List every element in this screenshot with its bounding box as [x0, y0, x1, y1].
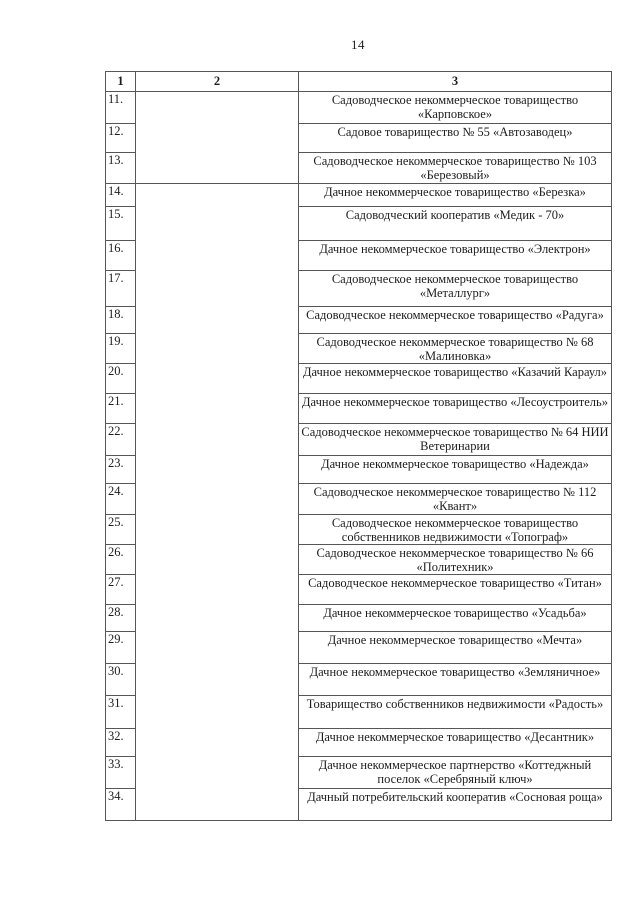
- organization-name-cell: Дачное некоммерческое товарищество «Лесо…: [298, 393, 612, 424]
- page-number: 14: [351, 37, 365, 52]
- table-body: 11. Садоводческое некоммерческое товарище…: [105, 91, 612, 821]
- table-row: 20. Дачное некоммерческое товарищество «К…: [105, 363, 612, 394]
- row-number-cell: 26.: [105, 544, 136, 575]
- grouping-cell: [135, 91, 299, 184]
- organization-name-cell: Садоводческий кооператив «Медик - 70»: [298, 206, 612, 241]
- organization-name-cell: Садовое товарищество № 55 «Автозаводец»: [298, 123, 612, 153]
- table-row: 34. Дачный потребительский кооператив «Со…: [105, 788, 612, 821]
- row-number-cell: 29.: [105, 631, 136, 664]
- table-row: 16. Дачное некоммерческое товарищество «Э…: [105, 240, 612, 271]
- table-row: 17. Садоводческое некоммерческое товарище…: [105, 270, 612, 307]
- organization-name-cell: Дачное некоммерческое товарищество «Каза…: [298, 363, 612, 394]
- row-number-cell: 18.: [105, 306, 136, 334]
- row-number-cell: 28.: [105, 604, 136, 632]
- organization-name-cell: Садоводческое некоммерческое товариществ…: [298, 270, 612, 307]
- organization-name-cell: Садоводческое некоммерческое товариществ…: [298, 152, 612, 184]
- organization-name-cell: Дачное некоммерческое партнерство «Котте…: [298, 756, 612, 789]
- table-row: 24. Садоводческое некоммерческое товарище…: [105, 483, 612, 515]
- table-row: 31. Товарищество собственников недвижимос…: [105, 695, 612, 729]
- organization-name-cell: Дачное некоммерческое товарищество «Наде…: [298, 455, 612, 484]
- table-row: 14. Дачное некоммерческое товарищество «Б…: [105, 183, 612, 821]
- row-number-cell: 33.: [105, 756, 136, 789]
- table-row: 11. Садоводческое некоммерческое товарище…: [105, 91, 612, 184]
- table-row: 12. Садовое товарищество № 55 «Автозаводе…: [105, 123, 612, 153]
- organization-name-cell: Дачное некоммерческое товарищество «Мечт…: [298, 631, 612, 664]
- table-header: 1 2 3: [105, 71, 612, 92]
- header-cell-2: 2: [135, 71, 299, 92]
- table-row: 25. Садоводческое некоммерческое товарище…: [105, 514, 612, 545]
- table-row: 22. Садоводческое некоммерческое товарище…: [105, 423, 612, 456]
- row-number-cell: 17.: [105, 270, 136, 307]
- row-number-cell: 21.: [105, 393, 136, 424]
- organization-name-cell: Дачный потребительский кооператив «Сосно…: [298, 788, 612, 821]
- organization-name-cell: Садоводческое некоммерческое товариществ…: [298, 306, 612, 334]
- table-row: 28. Дачное некоммерческое товарищество «У…: [105, 604, 612, 632]
- row-number-cell: 16.: [105, 240, 136, 271]
- table-row: 23. Дачное некоммерческое товарищество «Н…: [105, 455, 612, 484]
- registry-table: 1 2 3 11. Садоводческое некоммерческое то…: [105, 71, 612, 821]
- row-number-cell: 23.: [105, 455, 136, 484]
- table-row: 33. Дачное некоммерческое партнерство «Ко…: [105, 756, 612, 789]
- row-number-cell: 13.: [105, 152, 136, 184]
- table-row: 21. Дачное некоммерческое товарищество «Л…: [105, 393, 612, 424]
- table-row: 29. Дачное некоммерческое товарищество «М…: [105, 631, 612, 664]
- organization-name-cell: Садоводческое некоммерческое товариществ…: [298, 574, 612, 605]
- organization-name-cell: Дачное некоммерческое товарищество «Земл…: [298, 663, 612, 696]
- grouping-cell: [135, 183, 299, 821]
- row-number-cell: 31.: [105, 695, 136, 729]
- organization-name-cell: Садоводческое некоммерческое товариществ…: [298, 333, 612, 364]
- organization-name-cell: Дачное некоммерческое товарищество «Бере…: [298, 183, 612, 207]
- organization-name-cell: Товарищество собственников недвижимости …: [298, 695, 612, 729]
- organization-name-cell: Садоводческое некоммерческое товариществ…: [298, 91, 612, 124]
- organization-name-cell: Садоводческое некоммерческое товариществ…: [298, 544, 612, 575]
- table-row: 19. Садоводческое некоммерческое товарище…: [105, 333, 612, 364]
- row-number-cell: 25.: [105, 514, 136, 545]
- row-number-cell: 15.: [105, 206, 136, 241]
- organization-name-cell: Садоводческое некоммерческое товариществ…: [298, 483, 612, 515]
- organization-name-cell: Садоводческое некоммерческое товариществ…: [298, 514, 612, 545]
- row-number-cell: 34.: [105, 788, 136, 821]
- row-number-cell: 12.: [105, 123, 136, 153]
- organization-name-cell: Дачное некоммерческое товарищество «Усад…: [298, 604, 612, 632]
- row-number-cell: 22.: [105, 423, 136, 456]
- table-row: 13. Садоводческое некоммерческое товарище…: [105, 152, 612, 184]
- row-number-cell: 11.: [105, 91, 136, 124]
- row-number-cell: 14.: [105, 183, 136, 207]
- row-number-cell: 19.: [105, 333, 136, 364]
- row-number-cell: 20.: [105, 363, 136, 394]
- organization-name-cell: Садоводческое некоммерческое товариществ…: [298, 423, 612, 456]
- table-row: 30. Дачное некоммерческое товарищество «З…: [105, 663, 612, 696]
- row-number-cell: 32.: [105, 728, 136, 757]
- table-row: 26. Садоводческое некоммерческое товарище…: [105, 544, 612, 575]
- table-row: 32. Дачное некоммерческое товарищество «Д…: [105, 728, 612, 757]
- row-number-cell: 27.: [105, 574, 136, 605]
- organization-name-cell: Дачное некоммерческое товарищество «Элек…: [298, 240, 612, 271]
- header-cell-1: 1: [105, 71, 136, 92]
- row-number-cell: 24.: [105, 483, 136, 515]
- row-number-cell: 30.: [105, 663, 136, 696]
- organization-name-cell: Дачное некоммерческое товарищество «Деса…: [298, 728, 612, 757]
- header-cell-3: 3: [298, 71, 612, 92]
- header-row: 1 2 3: [105, 71, 612, 92]
